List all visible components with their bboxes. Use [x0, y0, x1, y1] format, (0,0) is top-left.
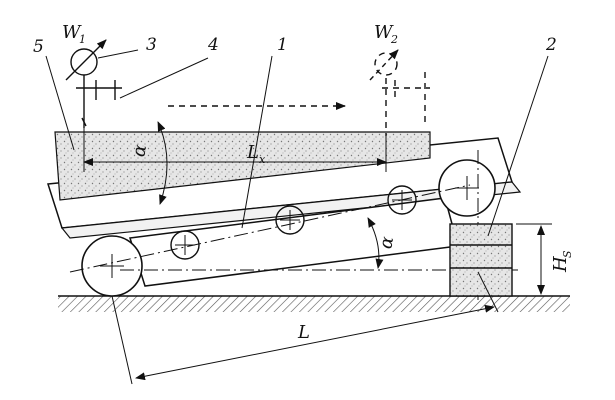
w1-label: W — [62, 22, 82, 43]
hs-label-group: H S — [550, 250, 574, 273]
leader-part-2 — [487, 55, 549, 237]
l-label: L — [297, 322, 310, 343]
part-1-label: 1 — [277, 35, 288, 55]
ground — [58, 295, 570, 312]
part-4-label: 4 — [207, 35, 219, 55]
sensor-w2-mount — [382, 72, 430, 136]
sensor-w1-mount — [76, 75, 122, 128]
support-block — [449, 223, 513, 297]
conveyor-axis-line — [69, 184, 471, 273]
hs-subscript: S — [561, 250, 574, 258]
sensor-w2-icon — [369, 49, 399, 81]
idler-roller — [170, 230, 200, 260]
lx-label: L — [246, 142, 259, 163]
w2-label: W — [374, 22, 394, 43]
hs-dimension — [516, 223, 552, 295]
alpha-upper-label: α — [128, 143, 151, 159]
leader-part-4 — [119, 57, 209, 99]
lx-subscript: x — [259, 153, 266, 166]
hs-label: H — [550, 256, 571, 273]
part-5-label: 5 — [33, 37, 44, 57]
alpha-lower-label: α — [375, 235, 398, 251]
part-3-label: 3 — [146, 35, 157, 55]
leader-part-1 — [241, 55, 273, 229]
leader-part-5 — [45, 55, 75, 151]
leader-part-3 — [97, 49, 139, 59]
angle-arc-lower — [367, 217, 384, 269]
idler-roller — [275, 205, 305, 235]
lx-dimension — [83, 128, 387, 172]
angle-arc-upper — [157, 121, 168, 205]
right-drum — [438, 159, 496, 217]
w2-subscript: 2 — [390, 33, 398, 46]
sensor-w1-icon — [65, 39, 107, 81]
left-drum — [81, 235, 143, 297]
w1-subscript: 1 — [79, 33, 86, 46]
part-2-label: 2 — [545, 35, 557, 55]
material-layer — [54, 131, 431, 201]
l-dimension — [111, 271, 499, 385]
